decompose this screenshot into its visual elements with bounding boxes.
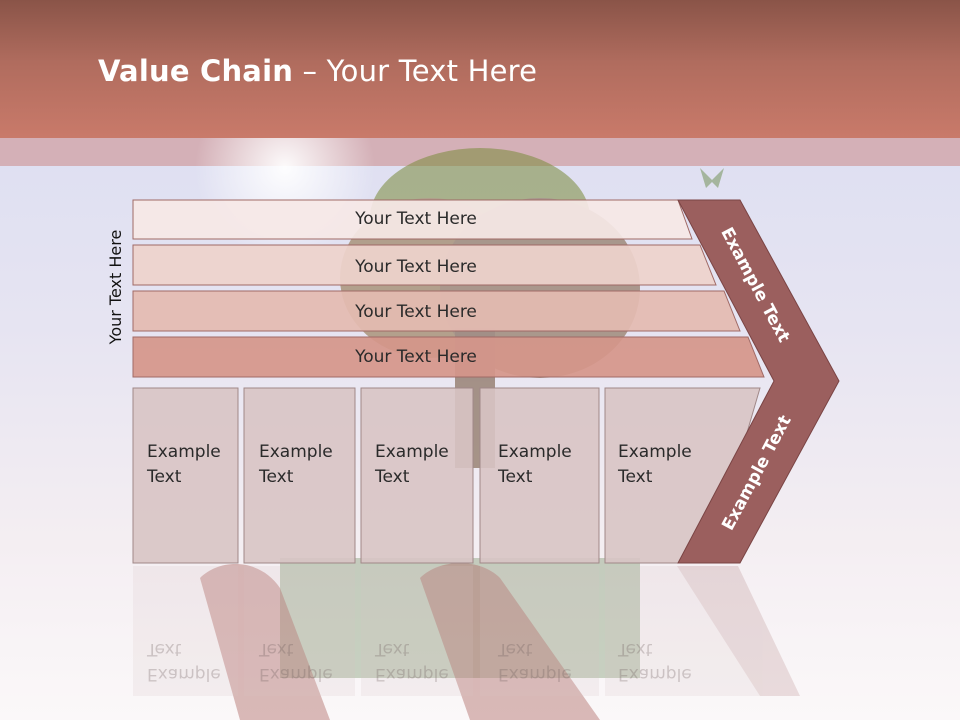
side-label: Your Text Here (106, 229, 125, 345)
row-4-shape (132, 336, 765, 378)
row-3-shape (132, 290, 741, 332)
box-5-line1: Example (618, 442, 692, 462)
row-4-label: Your Text Here (355, 347, 477, 367)
box-3-line1: Example (375, 442, 449, 462)
reflection-shapes (133, 566, 800, 696)
page-title: Value Chain – Your Text Here (98, 54, 537, 88)
box-5-line2: Text (618, 467, 653, 487)
row-1-shape (132, 199, 693, 240)
box-2-shape (243, 387, 356, 564)
header-band (0, 0, 960, 138)
row-shapes (132, 199, 765, 378)
hand-silhouette (200, 563, 600, 720)
box-1-line1: Example (147, 442, 221, 462)
box-3-line2: Text (375, 467, 410, 487)
row-2-label: Your Text Here (355, 257, 477, 277)
row-2-shape (132, 244, 717, 286)
row-1-label: Your Text Here (355, 209, 477, 229)
butterfly-icon (700, 168, 724, 188)
box-2-line1: Example (259, 442, 333, 462)
box-4-line2: Text (498, 467, 533, 487)
chevron-shape (677, 199, 840, 564)
box-4-shape (479, 387, 600, 564)
box-4-line1: Example (498, 442, 572, 462)
title-rest: – Your Text Here (293, 54, 538, 88)
grass (280, 558, 640, 678)
row-3-label: Your Text Here (355, 302, 477, 322)
box-2-line2: Text (259, 467, 294, 487)
box-1-shape (132, 387, 239, 564)
box-1-line2: Text (147, 467, 182, 487)
title-bold: Value Chain (98, 54, 294, 88)
box-3-shape (360, 387, 474, 564)
